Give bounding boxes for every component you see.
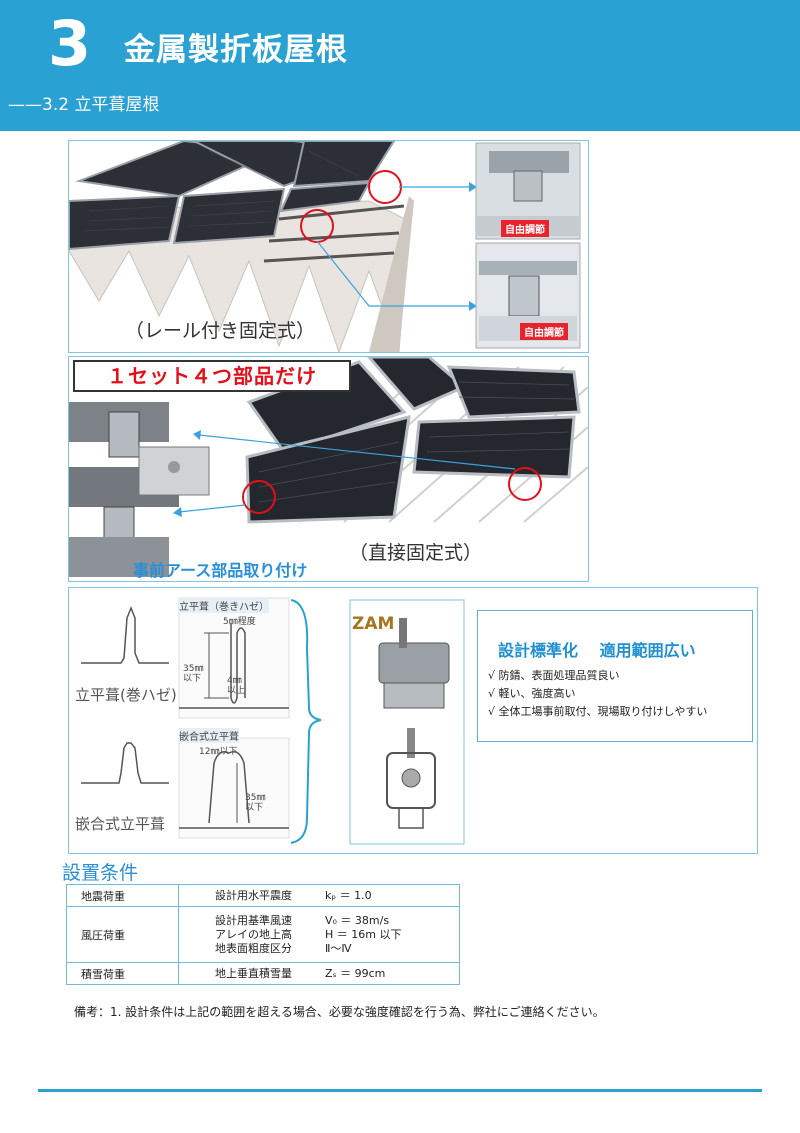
rail-mount-illustration [69, 141, 581, 352]
page-header: 3 金属製折板屋根 ——3.2 立平葺屋根 [0, 0, 800, 131]
rail-mount-panel: 自由調節 自由調節 （レール付き固定式） [68, 140, 589, 353]
earth-parts-note: 事前アース部品取り付け [133, 561, 308, 580]
direct-mount-illustration [69, 357, 588, 577]
table-cell: 風圧荷重 [66, 906, 179, 963]
one-set-banner: １セット４つ部品だけ [73, 360, 351, 392]
page-title: 金属製折板屋根 [124, 32, 348, 68]
free-adjust-badge: 自由調節 [501, 220, 549, 237]
rail-mount-caption: （レール付き固定式） [125, 320, 316, 342]
free-adjust-badge: 自由調節 [520, 323, 568, 340]
features-box: 設計標準化 適用範囲広い √ 防錆、表面処理品質良い √ 軽い、強度高い √ 全… [477, 610, 753, 742]
features-title: 設計標準化 適用範囲広い [498, 641, 696, 660]
conditions-title: 設置条件 [62, 862, 139, 884]
feature-item: √ 防錆、表面処理品質良い [488, 669, 620, 682]
snap-seam-label: 嵌合式立平葺 [75, 815, 166, 833]
standing-seam-label: 立平葺(巻ハゼ) [75, 686, 177, 704]
roof-type-diagrams [81, 597, 465, 845]
snap-seam-header: 嵌合式立平葺 [179, 728, 239, 743]
remark-note: 備考：1. 設計条件は上記の範囲を超える場合、必要な強度確認を行う為、弊社にご連… [74, 1005, 605, 1019]
footer-divider [38, 1089, 762, 1092]
feature-item: √ 軽い、強度高い [488, 687, 576, 700]
table-cell: 積雪荷重 [66, 962, 179, 985]
section-subtitle: ——3.2 立平葺屋根 [8, 95, 160, 115]
direct-mount-panel: １セット４つ部品だけ （直接固定式） 事前アース部品取り付け [68, 356, 589, 582]
table-cell: 地震荷重 [66, 884, 179, 907]
standing-seam-header: 立平葺（巻きハゼ） [179, 598, 269, 613]
feature-item: √ 全体工場事前取付、現場取り付けしやすい [488, 705, 708, 718]
chapter-number: 3 [48, 7, 92, 80]
zam-label: ZAM [352, 614, 395, 634]
direct-mount-caption: （直接固定式） [349, 542, 483, 564]
dim-5mm: 5㎜程度 [223, 617, 256, 627]
dim-12mm: 12㎜以下 [199, 747, 238, 757]
